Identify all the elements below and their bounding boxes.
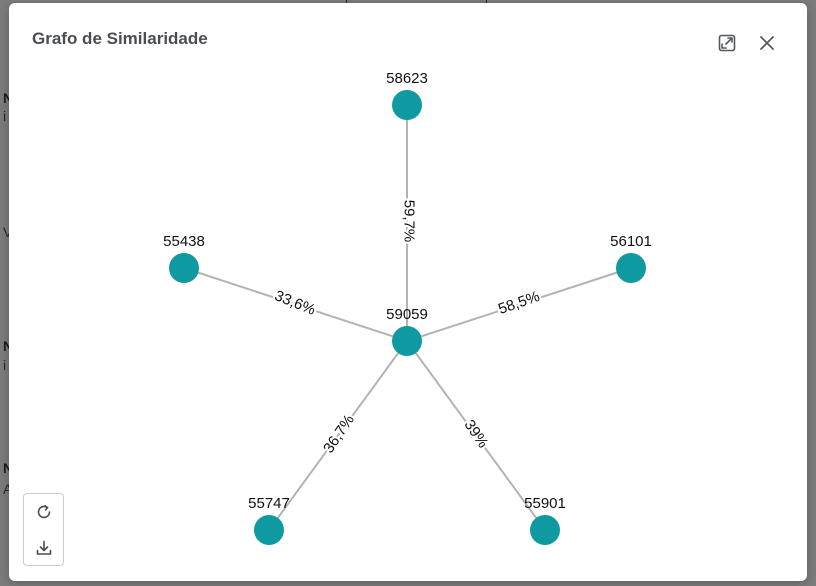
- node-circle[interactable]: [530, 515, 560, 545]
- node-label: 55438: [163, 233, 205, 250]
- graph-node[interactable]: 59059: [386, 306, 428, 356]
- edge-label: 58,5%: [496, 288, 542, 318]
- graph-node[interactable]: 55747: [248, 495, 290, 545]
- edge-59059-56101[interactable]: [406, 267, 632, 342]
- graph-node[interactable]: 55901: [524, 495, 566, 545]
- node-circle[interactable]: [616, 253, 646, 283]
- download-button[interactable]: [24, 530, 63, 566]
- expand-icon: [718, 34, 736, 52]
- backdrop-text: N: [3, 460, 13, 476]
- edge-label: 33,6%: [272, 287, 318, 319]
- graph-node[interactable]: 55438: [163, 233, 205, 283]
- node-label: 55747: [248, 495, 290, 512]
- backdrop-text: i: [3, 108, 7, 124]
- download-icon: [36, 540, 51, 555]
- edge-59059-55438[interactable]: [183, 267, 408, 342]
- graph-node[interactable]: 58623: [386, 70, 428, 120]
- backdrop-divider: [346, 0, 347, 4]
- node-label: 58623: [386, 70, 428, 87]
- edge-label: 36,7%: [320, 412, 358, 457]
- similarity-graph-dialog: Grafo de Similaridade 59,7% 33,6% 58,5% 36,…: [9, 3, 807, 581]
- expand-button[interactable]: [714, 30, 740, 56]
- graph-toolbar: [23, 493, 64, 566]
- node-label: 56101: [610, 233, 652, 250]
- nodes-layer: 59059 58623 55438 56101 55747 55901: [163, 70, 652, 545]
- backdrop-text: i: [3, 357, 7, 373]
- edge-59059-55901[interactable]: [406, 340, 546, 531]
- graph-node[interactable]: 56101: [610, 233, 652, 283]
- backdrop-text: V: [3, 224, 13, 240]
- node-circle[interactable]: [254, 515, 284, 545]
- edge-59059-55747[interactable]: [268, 340, 408, 531]
- edge-label: 59,7%: [401, 200, 418, 243]
- dialog-title: Grafo de Similaridade: [32, 29, 208, 48]
- node-circle[interactable]: [169, 253, 199, 283]
- node-label: 55901: [524, 495, 566, 512]
- backdrop-divider: [486, 0, 487, 4]
- close-icon: [760, 36, 774, 50]
- backdrop-text: N: [3, 90, 13, 106]
- node-label: 59059: [386, 306, 428, 323]
- backdrop-text: A: [3, 481, 13, 497]
- node-circle[interactable]: [392, 90, 422, 120]
- backdrop-text: N: [3, 338, 13, 354]
- refresh-icon: [37, 505, 50, 519]
- edges-layer: [183, 105, 632, 531]
- node-circle[interactable]: [392, 326, 422, 356]
- refresh-button[interactable]: [24, 494, 63, 530]
- close-button[interactable]: [754, 30, 780, 56]
